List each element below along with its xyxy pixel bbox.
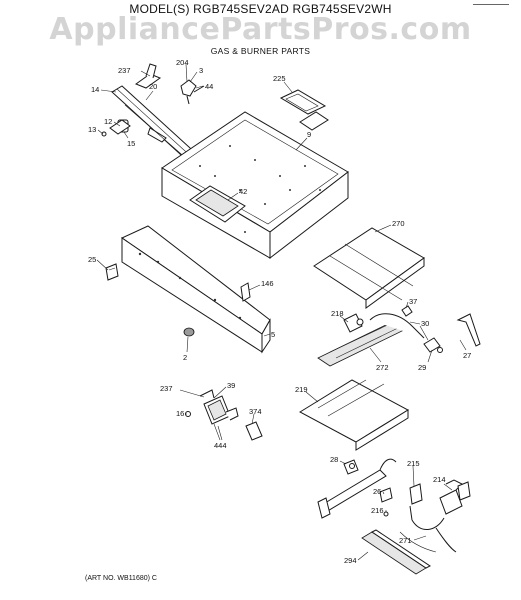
callout-374: 374	[249, 407, 262, 416]
callout-28: 28	[330, 455, 338, 464]
model-heading: MODEL(S) RGB745SEV2AD RGB745SEV2WH	[129, 2, 392, 16]
callout-216: 216	[371, 506, 384, 515]
regulator-214	[409, 479, 471, 553]
callout-42: 42	[239, 187, 247, 196]
callout-25: 25	[88, 255, 96, 264]
callout-12: 12	[104, 117, 112, 126]
callout-26: 26	[373, 487, 381, 496]
section-title: GAS & BURNER PARTS	[210, 46, 311, 56]
callout-9: 9	[307, 130, 311, 139]
callout-271: 271	[399, 536, 412, 545]
callout-294: 294	[344, 556, 357, 565]
callout-29: 29	[418, 363, 426, 372]
burner-box	[161, 111, 349, 260]
callout-5: 5	[271, 330, 275, 339]
panel-225	[279, 89, 327, 115]
callout-labels: 204 3 237 44 14 20 225 12 13 15 9 42 270…	[88, 58, 471, 565]
callout-225: 225	[273, 74, 286, 83]
watermark-text: AppliancePartsPros.com	[49, 12, 472, 47]
callout-272: 272	[376, 363, 389, 372]
callout-27: 27	[463, 351, 471, 360]
callout-44: 44	[205, 82, 213, 91]
burner-tube-28	[317, 458, 397, 519]
callout-16: 16	[176, 409, 184, 418]
callout-30: 30	[421, 319, 429, 328]
callout-204: 204	[176, 58, 189, 67]
callout-214: 214	[433, 475, 446, 484]
callout-218: 218	[331, 309, 344, 318]
callout-2: 2	[183, 353, 187, 362]
clip-25	[105, 263, 119, 281]
callout-444: 444	[214, 441, 227, 450]
corner-rule	[473, 4, 509, 5]
panel-270	[313, 227, 425, 309]
callout-219: 219	[295, 385, 308, 394]
valve-assembly	[185, 389, 263, 441]
panel-219	[298, 379, 410, 451]
callout-237-valve: 237	[160, 384, 173, 393]
callout-215: 215	[407, 459, 420, 468]
callout-13: 13	[88, 125, 96, 134]
callout-39: 39	[227, 381, 235, 390]
callout-15: 15	[127, 139, 135, 148]
callout-20: 20	[149, 82, 157, 91]
callout-14: 14	[91, 85, 99, 94]
callout-270: 270	[392, 219, 405, 228]
callout-146: 146	[261, 279, 274, 288]
bottom-panel-294	[361, 529, 437, 575]
callout-37: 37	[409, 297, 417, 306]
art-number: (ART NO. WB11680) C	[85, 575, 157, 582]
front-panel	[120, 225, 271, 354]
leader-lines	[96, 63, 467, 561]
burner-tube-272	[317, 305, 481, 367]
callout-3: 3	[199, 66, 203, 75]
callout-237-top: 237	[118, 66, 131, 75]
